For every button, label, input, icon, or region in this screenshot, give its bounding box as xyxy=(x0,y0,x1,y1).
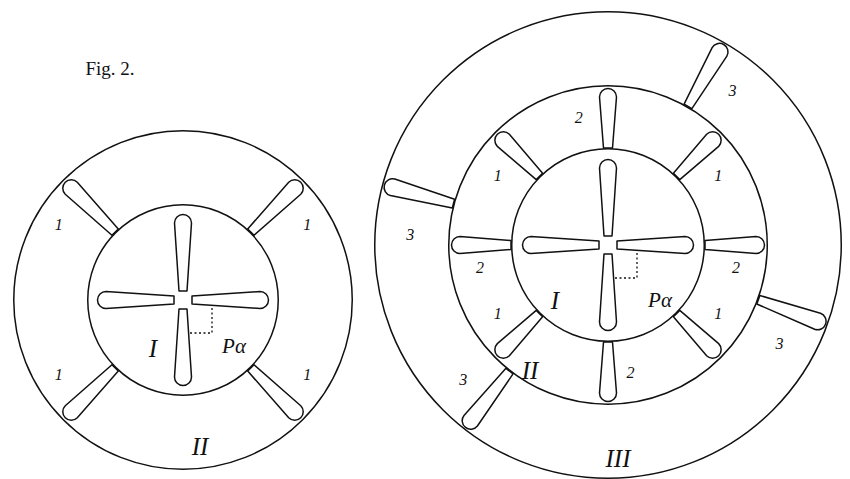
circle-line xyxy=(14,131,353,470)
callout-number: 1 xyxy=(714,168,722,184)
circle-line xyxy=(512,149,705,342)
rod xyxy=(245,176,307,238)
circle-outline xyxy=(13,130,353,470)
rod xyxy=(617,237,694,254)
callout-number: 3 xyxy=(729,83,737,99)
callout-number: 3 xyxy=(459,372,467,388)
rod xyxy=(600,89,617,149)
region-numeral: I xyxy=(551,288,559,313)
callout-number: 1 xyxy=(714,306,722,322)
rod xyxy=(192,292,269,309)
circle-region: III xyxy=(448,85,768,405)
callout-number: 2 xyxy=(732,260,740,276)
circle-region: I xyxy=(87,204,279,396)
region-numeral: I xyxy=(149,336,157,361)
callout-number: 2 xyxy=(575,110,583,126)
rod xyxy=(175,309,192,386)
circle-region: III xyxy=(13,130,353,470)
rod xyxy=(59,362,121,424)
callout-number: 1 xyxy=(55,217,63,233)
rod xyxy=(245,362,307,424)
rod xyxy=(98,292,175,309)
rod xyxy=(523,237,600,254)
rod-group xyxy=(59,176,306,423)
distance-label: Pα xyxy=(648,290,672,311)
region-numeral: II xyxy=(522,358,539,383)
callout-number: 2 xyxy=(476,260,484,276)
region-numeral: II xyxy=(192,434,209,459)
rod xyxy=(382,177,455,212)
circle-outline xyxy=(87,204,279,396)
rod xyxy=(600,342,617,402)
circle-outline xyxy=(448,85,768,405)
circle-region: I xyxy=(511,148,705,342)
callout-number: 2 xyxy=(627,365,635,381)
callout-number: 1 xyxy=(303,367,311,383)
rod xyxy=(755,292,828,332)
callout-number: 3 xyxy=(406,227,414,243)
circle-outline xyxy=(511,148,705,342)
rod xyxy=(705,237,765,254)
figure-title: Fig. 2. xyxy=(85,59,134,78)
circle-line xyxy=(88,205,279,396)
callout-number: 1 xyxy=(55,367,63,383)
rod-group xyxy=(382,40,828,432)
dotted-bracket xyxy=(190,308,212,333)
callout-number: 1 xyxy=(494,306,502,322)
rod xyxy=(600,160,617,237)
rod xyxy=(452,237,512,254)
callout-number: 3 xyxy=(775,336,783,352)
distance-label: Pα xyxy=(222,336,246,357)
rod xyxy=(175,215,192,292)
rod xyxy=(459,366,516,433)
callout-number: 1 xyxy=(303,217,311,233)
callout-number: 1 xyxy=(494,168,502,184)
dotted-bracket xyxy=(615,253,637,278)
rod xyxy=(600,254,617,331)
circle-region: IIIIII xyxy=(374,11,842,479)
circle-line xyxy=(375,12,842,479)
circle-outline xyxy=(374,11,842,479)
region-numeral: III xyxy=(606,446,631,471)
circle-line xyxy=(449,86,768,405)
rod xyxy=(681,40,731,110)
rod xyxy=(59,176,121,238)
